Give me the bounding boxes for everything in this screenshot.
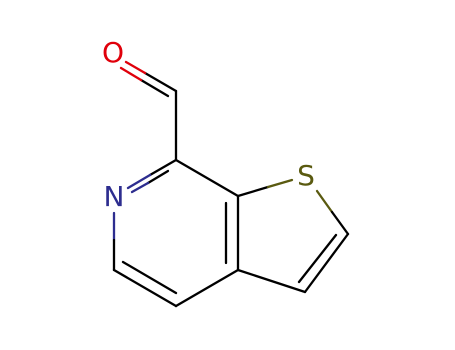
bond-c7-n-double-blue: [130, 181, 150, 194]
bond-c7-n-blue: [126, 173, 152, 190]
bond-s-c2-yellow: [315, 189, 334, 214]
bond-c3-c3a: [236, 268, 307, 294]
pyridine-ring: N: [104, 158, 240, 308]
aldehyde-group: O: [102, 36, 178, 162]
sulfur-atom-label: S: [297, 159, 315, 192]
bond-c7-n: [148, 158, 178, 177]
bond-cho-o-outer-red: [124, 60, 147, 75]
bond-c2-c3-double: [297, 233, 338, 284]
bond-cho-o-inner: [139, 78, 170, 98]
bond-c5-c4: [112, 268, 178, 308]
bond-c7a-s: [236, 185, 270, 198]
bond-c4-c3a: [174, 268, 240, 308]
bond-cho-o-inner-red: [119, 66, 143, 82]
bond-s-c2: [330, 210, 350, 236]
thiophene-ring: S: [236, 159, 350, 294]
oxygen-atom-label: O: [102, 36, 124, 69]
bond-cho-o-outer: [143, 71, 178, 93]
bond-c7a-s-yellow: [266, 178, 294, 189]
bond-c5-c4-double: [121, 260, 178, 295]
bond-c7a-c7: [174, 158, 240, 198]
bond-c2-c3: [303, 232, 350, 294]
bond-c7-n-double: [146, 169, 170, 185]
nitrogen-atom-label: N: [104, 180, 125, 213]
